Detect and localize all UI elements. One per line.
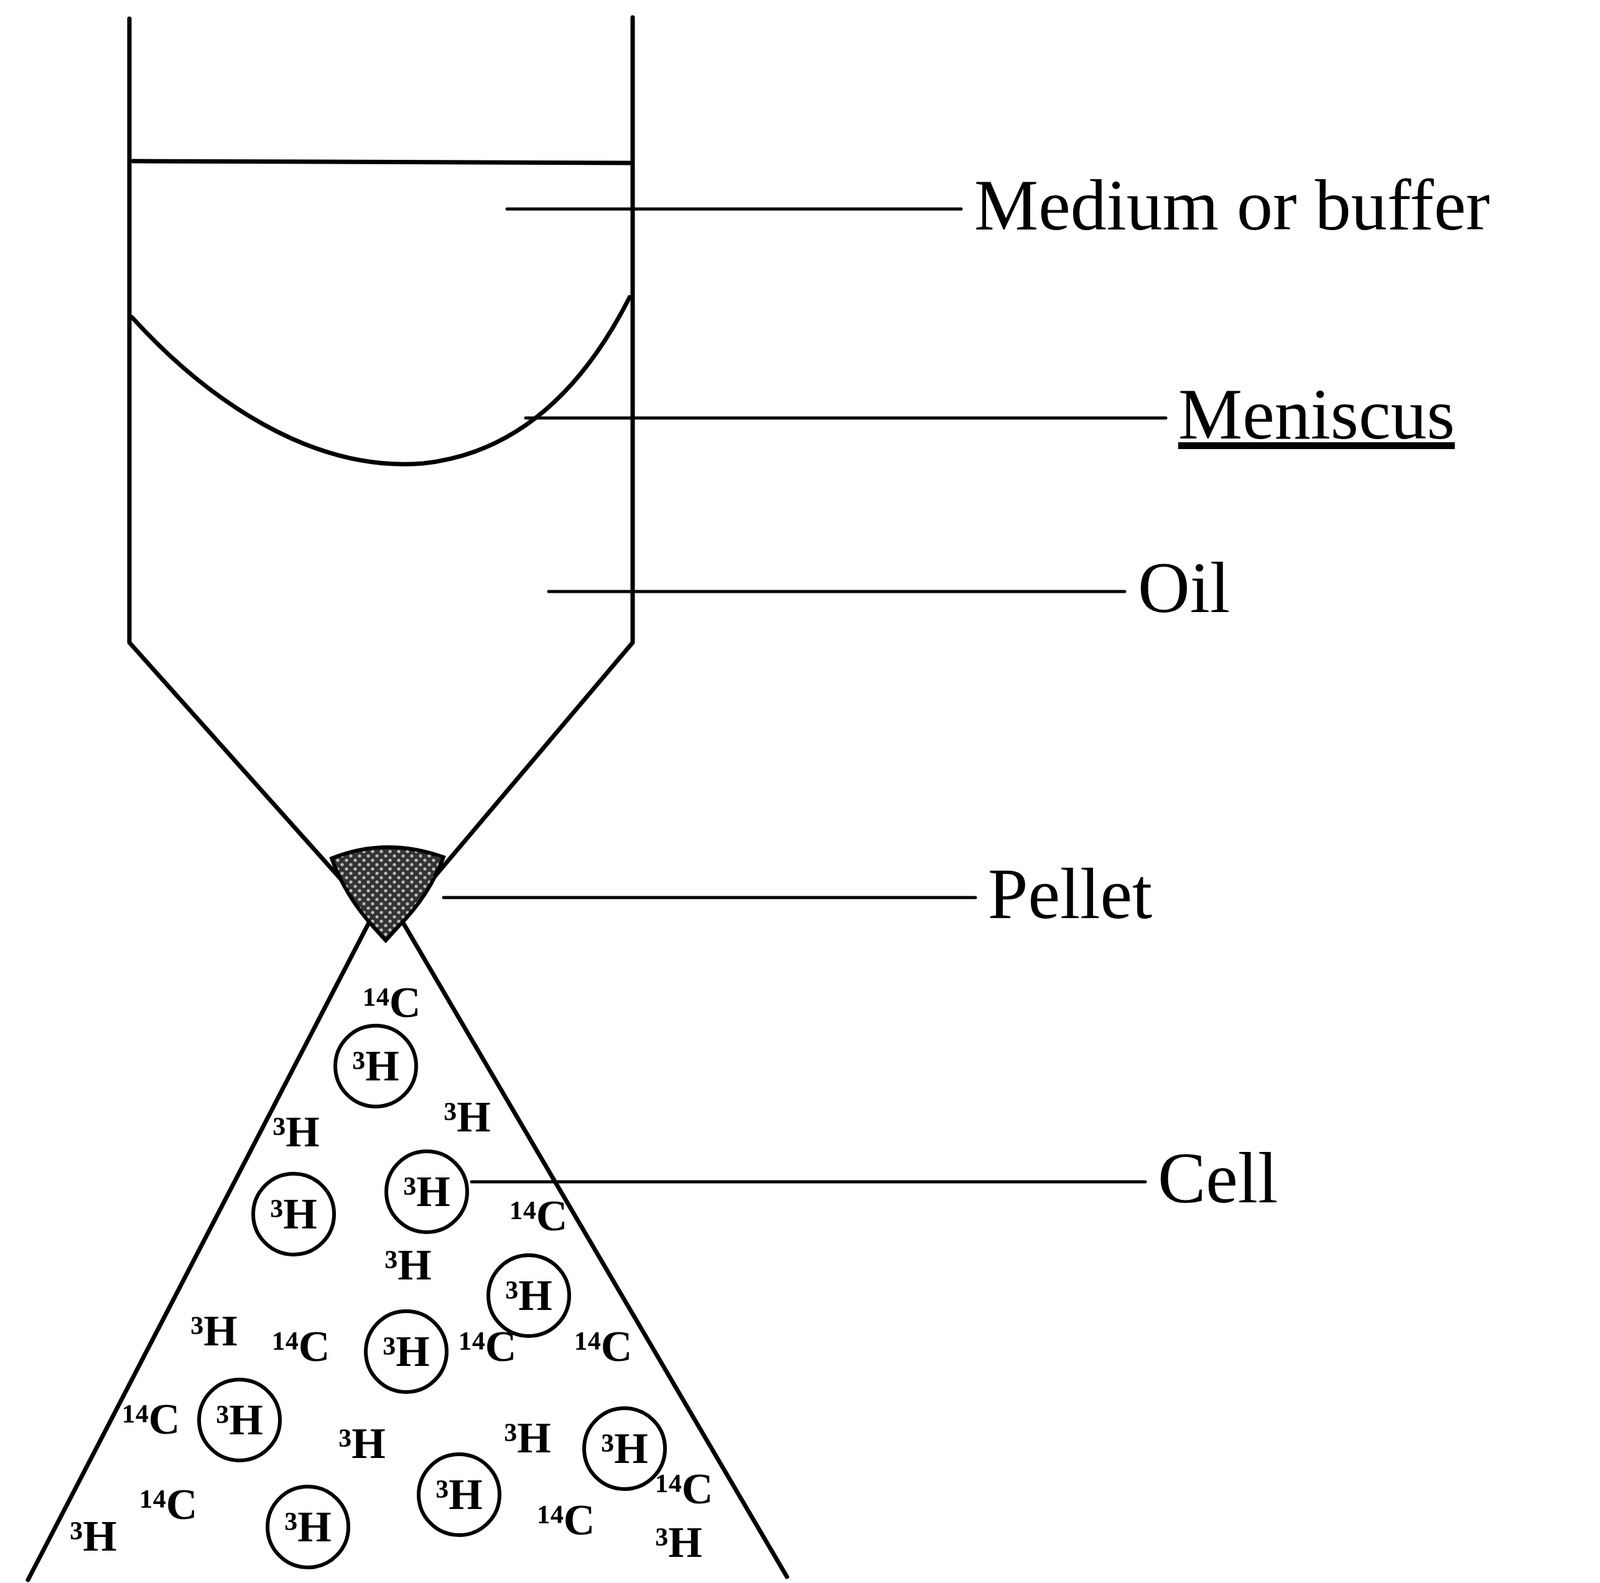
cell-circle-outline xyxy=(386,1151,468,1233)
vial-wall xyxy=(398,914,787,1577)
cell-circle-outline xyxy=(253,1173,335,1255)
cell-circle-outline xyxy=(335,1025,417,1107)
isotope-label: ¹⁴C xyxy=(655,1467,714,1512)
meniscus-curve xyxy=(131,297,630,465)
cell-circle-outline xyxy=(488,1255,570,1337)
leader-line xyxy=(471,1180,1146,1184)
cell-circle-outline xyxy=(584,1408,666,1490)
cell-circle: ³H xyxy=(265,1484,351,1571)
isotope-label: ¹⁴C xyxy=(363,981,422,1025)
tube-wall xyxy=(129,18,364,906)
cell-circle: ³H xyxy=(416,1451,503,1538)
isotope-label: ³H xyxy=(384,1243,432,1288)
cell-circle-outline xyxy=(199,1379,280,1461)
isotope-label: ³H xyxy=(403,1170,450,1214)
part-label: Meniscus xyxy=(1178,378,1456,451)
isotope-label: ³H xyxy=(215,1398,263,1442)
isotope-label: ³H xyxy=(190,1309,238,1354)
part-label: Medium or buffer xyxy=(974,169,1490,242)
cell-circle-outline xyxy=(267,1486,349,1568)
cell-circle: ³H xyxy=(332,1023,419,1110)
cell-circle-outline xyxy=(365,1311,447,1393)
isotope-label: ³H xyxy=(503,1416,551,1461)
isotope-label: ¹⁴C xyxy=(510,1194,568,1238)
isotope-label: ³H xyxy=(505,1274,552,1318)
isotope-label: ³H xyxy=(382,1330,430,1374)
leader-line xyxy=(525,416,1166,420)
leader-line xyxy=(506,207,962,211)
isotope-label: ³H xyxy=(284,1505,331,1549)
isotope-label: ¹⁴C xyxy=(537,1498,596,1543)
pellet xyxy=(331,847,444,941)
part-label: Pellet xyxy=(987,857,1153,931)
isotope-label: ¹⁴C xyxy=(574,1325,633,1369)
cell-circle: ³H xyxy=(581,1405,668,1492)
isotope-label: ³H xyxy=(600,1427,648,1471)
medium-surface xyxy=(133,161,630,163)
cell-circle: ³H xyxy=(363,1308,450,1395)
vial-wall xyxy=(27,914,374,1581)
isotope-label: ³H xyxy=(272,1110,320,1154)
part-label: Cell xyxy=(1157,1142,1278,1215)
part-label: Oil xyxy=(1137,551,1230,624)
isotope-label: ¹⁴C xyxy=(272,1325,331,1369)
cell-circle-outline xyxy=(418,1454,500,1536)
isotope-label: ³H xyxy=(443,1095,491,1140)
leader-line xyxy=(548,590,1125,594)
isotope-label: ¹⁴C xyxy=(459,1325,517,1369)
isotope-label: ³H xyxy=(69,1514,117,1559)
cell-circle: ³H xyxy=(250,1171,337,1258)
cell-circle: ³H xyxy=(196,1377,283,1464)
cell-circle: ³H xyxy=(383,1148,470,1235)
isotope-label: ³H xyxy=(269,1192,317,1237)
isotope-label: ³H xyxy=(435,1473,483,1517)
isotope-label: ³H xyxy=(352,1044,399,1089)
isotope-label: ¹⁴C xyxy=(122,1397,181,1442)
leader-line xyxy=(443,896,976,900)
isotope-label: ¹⁴C xyxy=(139,1483,198,1527)
isotope-label: ³H xyxy=(338,1422,386,1466)
isotope-label: ³H xyxy=(655,1520,702,1565)
